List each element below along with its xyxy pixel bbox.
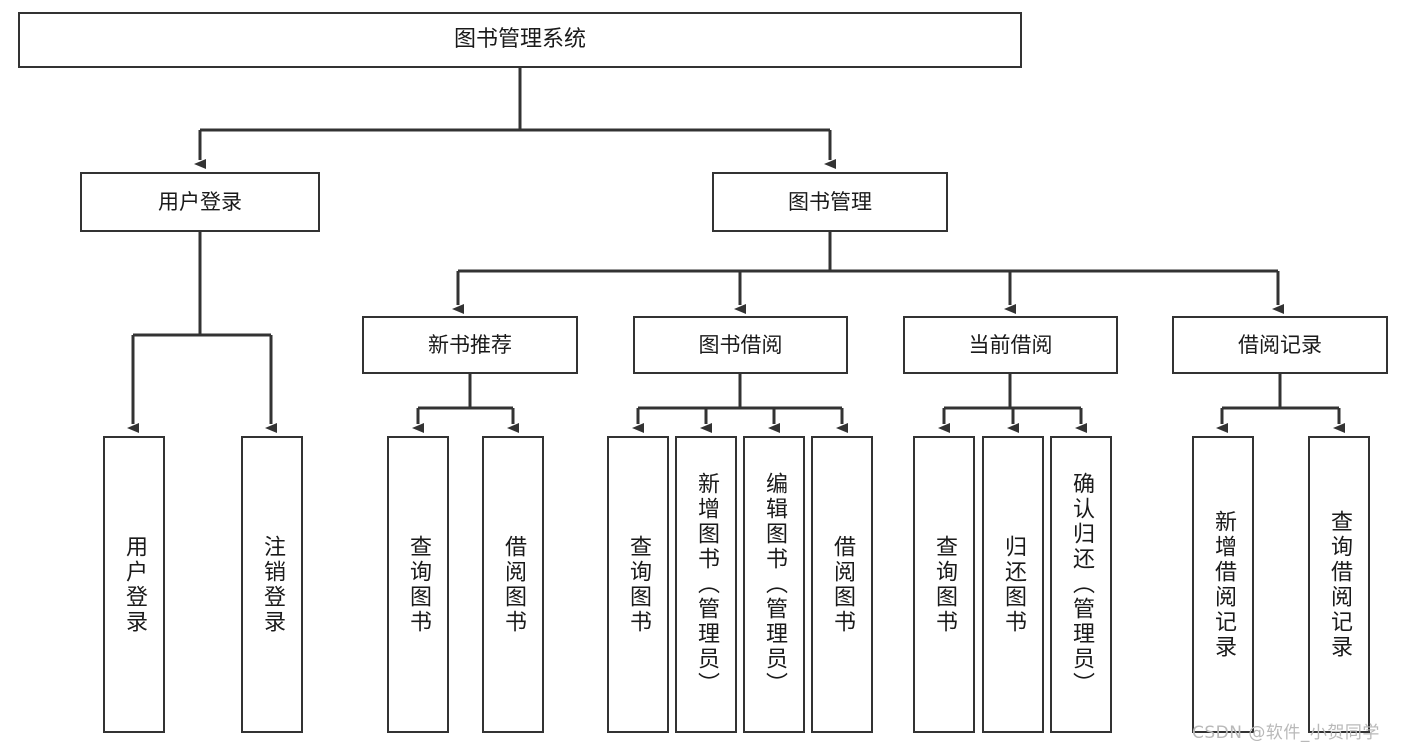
node-leaf-query-book-borrow[interactable]: 查询图书: [607, 436, 669, 733]
node-label: 用户登录: [158, 189, 242, 214]
node-leaf-query-book-recommend[interactable]: 查询图书: [387, 436, 449, 733]
node-current-borrow[interactable]: 当前借阅: [903, 316, 1118, 374]
node-label: 查询图书: [626, 534, 651, 635]
node-leaf-query-book-current[interactable]: 查询图书: [913, 436, 975, 733]
node-label: 当前借阅: [968, 332, 1053, 357]
node-new-book-recommend[interactable]: 新书推荐: [362, 316, 578, 374]
node-label: 确认归还（管理员）: [1069, 472, 1094, 697]
node-borrow-record[interactable]: 借阅记录: [1172, 316, 1388, 374]
node-label: 编辑图书（管理员）: [762, 472, 787, 697]
node-label: 查询图书: [406, 534, 431, 635]
node-book-management[interactable]: 图书管理: [712, 172, 948, 232]
csdn-watermark: CSDN @软件_小贺同学: [1192, 723, 1380, 743]
node-label: 借阅图书: [501, 534, 526, 635]
node-book-borrow[interactable]: 图书借阅: [633, 316, 848, 374]
node-label: 借阅记录: [1238, 332, 1322, 357]
node-leaf-confirm-return-admin[interactable]: 确认归还（管理员）: [1050, 436, 1112, 733]
node-label: 用户登录: [122, 534, 147, 635]
node-leaf-add-borrow-record[interactable]: 新增借阅记录: [1192, 436, 1254, 733]
node-leaf-user-login[interactable]: 用户登录: [103, 436, 165, 733]
node-user-login[interactable]: 用户登录: [80, 172, 320, 232]
node-label: 借阅图书: [830, 534, 855, 635]
node-leaf-borrow-book-recommend[interactable]: 借阅图书: [482, 436, 544, 733]
node-label: 图书借阅: [698, 332, 783, 357]
node-label: 图书管理系统: [453, 27, 586, 53]
node-label: 图书管理: [788, 189, 872, 214]
node-label: 归还图书: [1001, 534, 1026, 635]
node-label: 查询图书: [932, 534, 957, 635]
node-leaf-add-book-admin[interactable]: 新增图书（管理员）: [675, 436, 737, 733]
node-leaf-return-book[interactable]: 归还图书: [982, 436, 1044, 733]
node-label: 注销登录: [260, 534, 285, 635]
node-root-book-management-system[interactable]: 图书管理系统: [18, 12, 1022, 68]
node-label: 新书推荐: [428, 332, 512, 357]
node-label: 新增借阅记录: [1211, 509, 1236, 660]
node-leaf-query-borrow-record[interactable]: 查询借阅记录: [1308, 436, 1370, 733]
node-leaf-logout[interactable]: 注销登录: [241, 436, 303, 733]
node-label: 新增图书（管理员）: [694, 472, 719, 697]
node-label: 查询借阅记录: [1327, 509, 1352, 660]
node-leaf-borrow-book[interactable]: 借阅图书: [811, 436, 873, 733]
node-leaf-edit-book-admin[interactable]: 编辑图书（管理员）: [743, 436, 805, 733]
